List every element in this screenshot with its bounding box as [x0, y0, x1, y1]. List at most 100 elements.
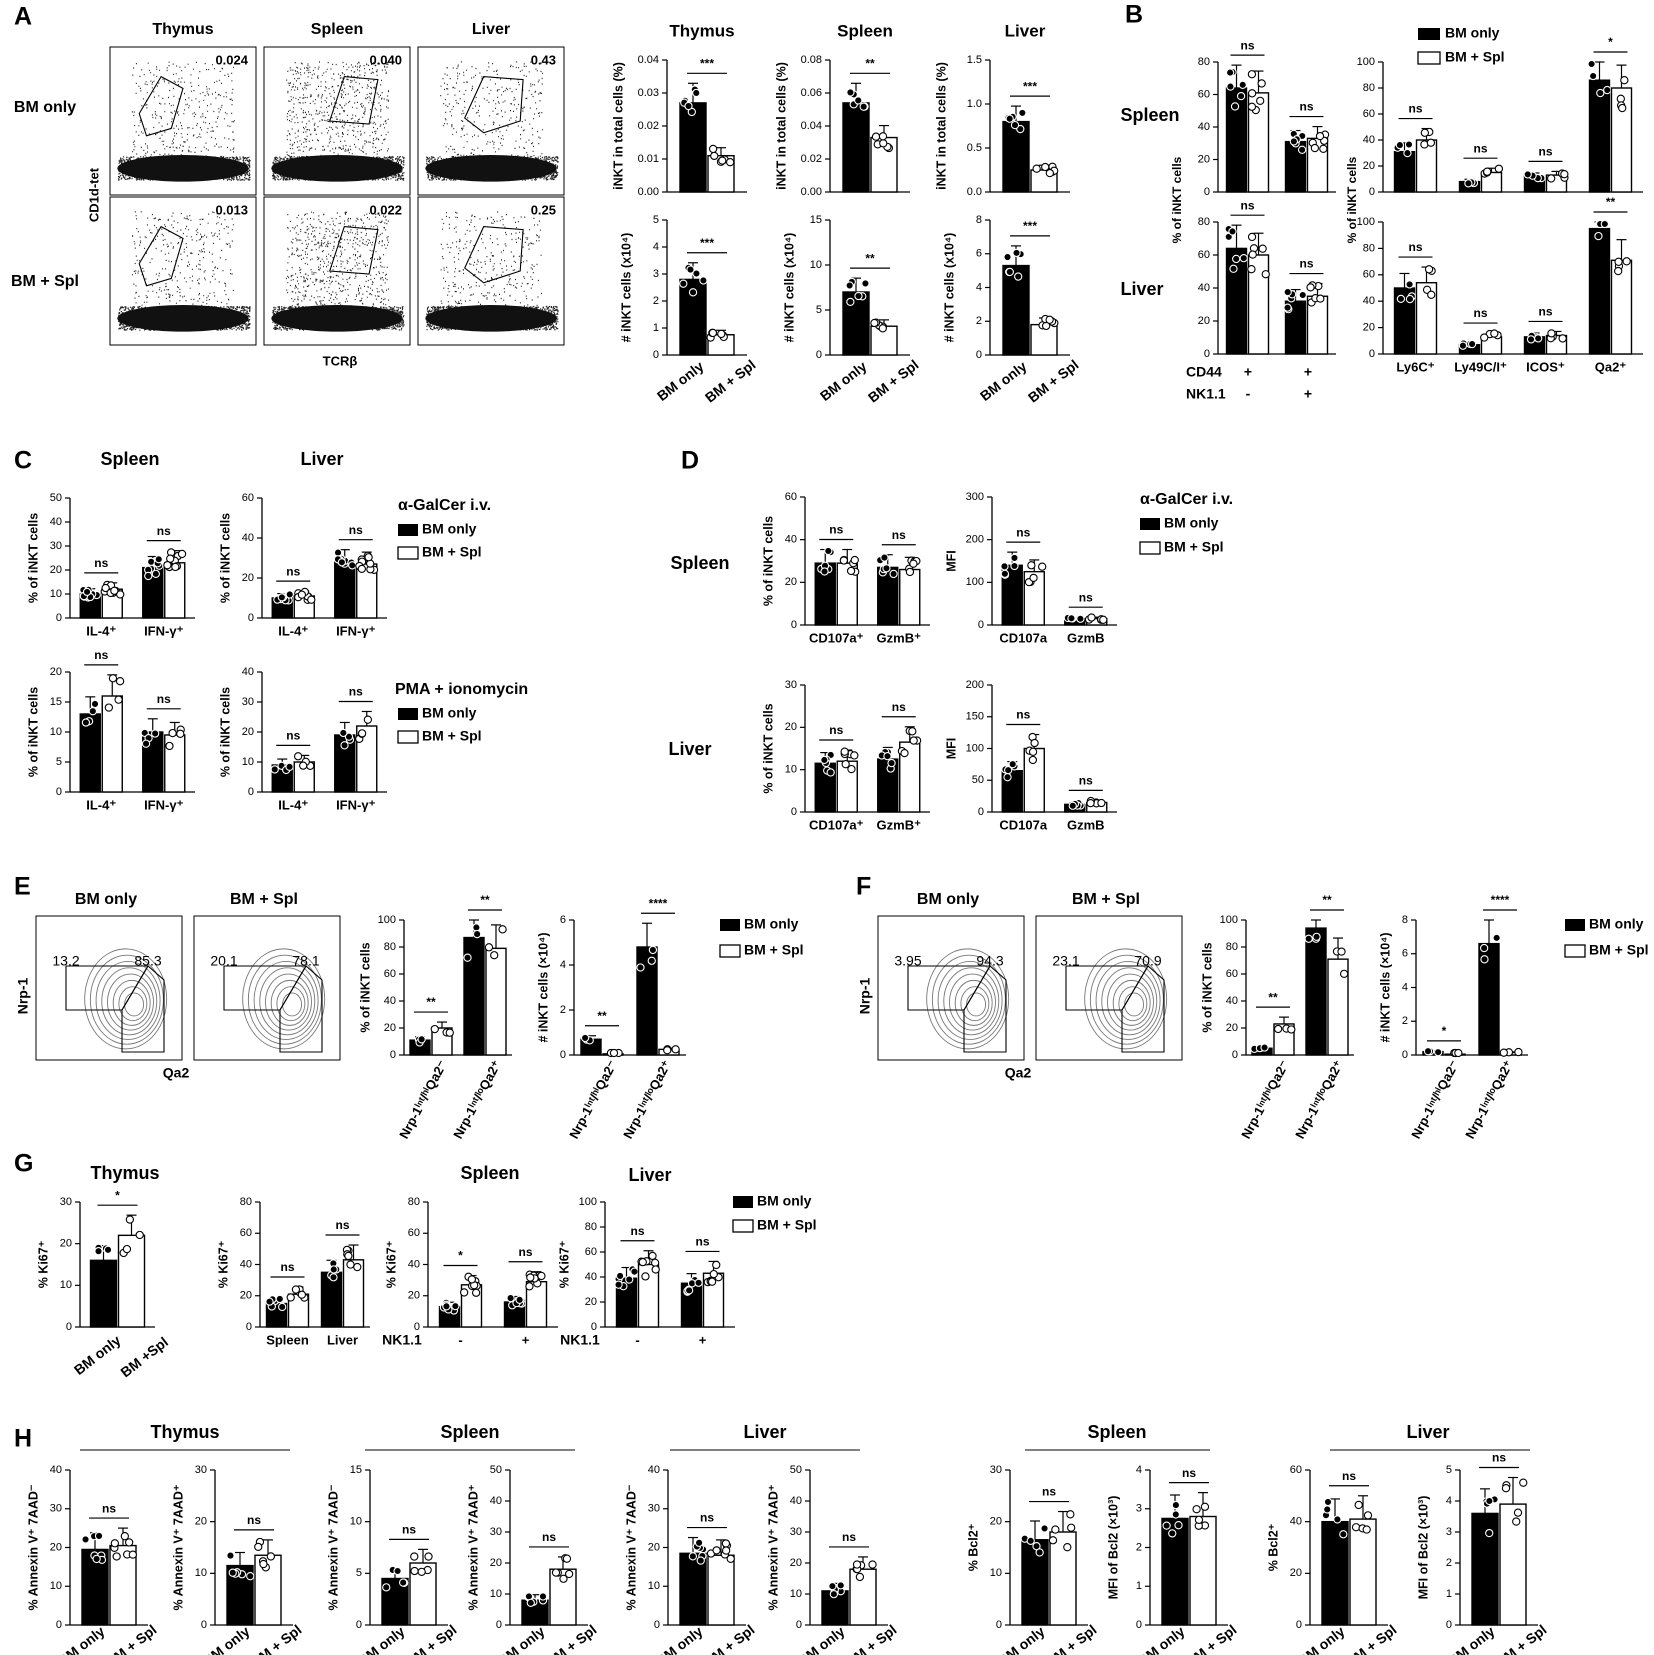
significance-label: ns [102, 1501, 116, 1515]
data-point [1067, 1523, 1076, 1532]
flow-negative-population [271, 155, 403, 182]
legend-label: BM + Spl [1589, 942, 1649, 958]
y-tick-label: 0.00 [638, 186, 659, 198]
category-label: Nrp-1ⁱⁿᵗ/ˡᵒQa2⁺ [450, 1058, 504, 1141]
x-category-label: BM only [200, 1623, 253, 1655]
data-point [1026, 1536, 1035, 1545]
data-point [847, 764, 856, 774]
data-point [1600, 219, 1609, 229]
data-point [1273, 1024, 1283, 1034]
category-label: + [522, 1332, 530, 1347]
y-tick-label: 40 [585, 1271, 597, 1283]
y-tick-label: 20 [790, 1557, 802, 1569]
y-tick-label: 0 [1369, 348, 1375, 360]
flow-gate [138, 225, 184, 287]
y-tick-label: 4 [1136, 1464, 1142, 1476]
bar [842, 102, 870, 193]
data-point [1038, 562, 1047, 571]
data-point [1045, 168, 1054, 178]
data-point [1297, 145, 1307, 154]
bar [1049, 1531, 1077, 1626]
data-point [1620, 76, 1629, 85]
y-tick-label: 100 [1357, 216, 1375, 228]
data-point [1247, 102, 1257, 111]
data-point [88, 707, 97, 716]
data-point [1310, 143, 1320, 153]
y-tick-label: 4 [1446, 1495, 1452, 1507]
data-point [1304, 934, 1313, 943]
y-tick-label: 20 [990, 1516, 1002, 1528]
contour-line [118, 986, 148, 1022]
gate-percentage: 0.013 [215, 202, 248, 217]
x-category-label: BM + Spl [1183, 1621, 1240, 1655]
significance-label: ** [1322, 893, 1332, 907]
category-label: Nrp-1ⁱⁿᵗ/ˡᵒQa2⁺ [1462, 1058, 1516, 1141]
data-point [671, 1045, 680, 1054]
y-tick-label: 80 [1363, 242, 1375, 254]
y-tick-label: 5 [356, 1567, 362, 1579]
row-label: Liver [1120, 279, 1163, 299]
gate-percentage: 0.43 [531, 52, 556, 67]
data-point [1523, 170, 1532, 179]
contour-line [89, 954, 164, 1045]
data-point [1200, 1502, 1210, 1511]
significance-label: ns [1408, 102, 1422, 116]
data-point [694, 1278, 703, 1287]
data-point [120, 1532, 129, 1541]
data-point [1494, 164, 1504, 173]
flow-x-axis-label: Qa2 [1005, 1065, 1032, 1081]
data-point [94, 1247, 103, 1256]
data-point [1464, 179, 1473, 188]
contour-line [949, 973, 996, 1031]
data-point [1490, 329, 1499, 338]
y-tick-label: 10 [195, 1567, 207, 1579]
data-point [1067, 614, 1076, 623]
section-title: Liver [1406, 1422, 1449, 1442]
charts-layer [65, 51, 1643, 1626]
gate-percentage: 0.25 [531, 202, 556, 217]
data-point [110, 1539, 120, 1548]
data-point [339, 728, 348, 738]
data-point [270, 765, 279, 774]
data-point [353, 1262, 362, 1272]
data-point [845, 281, 854, 290]
bar [79, 713, 101, 793]
data-point [1283, 287, 1292, 297]
legend-title: α-GalCer i.v. [1140, 491, 1233, 508]
y-tick-label: 50 [790, 1464, 802, 1476]
contour-line [112, 979, 151, 1026]
y-axis-label: % Annexin V⁺ 7AAD⁺ [766, 1484, 780, 1610]
legend-swatch-filled [398, 708, 418, 720]
data-point [1225, 68, 1235, 77]
data-point [285, 762, 294, 771]
contour-line [101, 967, 158, 1036]
significance-label: ns [349, 685, 363, 699]
data-point [424, 1552, 433, 1561]
y-tick-label: 30 [648, 1503, 660, 1515]
bar [1393, 150, 1416, 193]
flow-gate [121, 965, 165, 1053]
y-axis-label: MFI of Bcl2 (×10³) [1416, 1496, 1430, 1600]
y-tick-label: 0 [796, 1619, 802, 1631]
flow-gate [328, 76, 379, 125]
y-tick-label: 40 [240, 1258, 252, 1270]
data-point [712, 1260, 721, 1270]
y-tick-label: 0 [816, 349, 822, 361]
data-point [880, 553, 889, 562]
data-point [721, 1539, 731, 1548]
y-tick-label: 5 [653, 214, 659, 226]
contour-line [253, 961, 319, 1040]
category-label: Ly49C/I⁺ [1454, 359, 1507, 374]
data-point [1424, 265, 1434, 274]
y-axis-label: % of iNKT cells [218, 513, 232, 603]
contour-line [95, 961, 161, 1040]
y-tick-label: 0.02 [801, 153, 822, 165]
legend-swatch-filled [1565, 919, 1585, 931]
data-point [112, 1552, 121, 1561]
y-tick-label: 20 [785, 576, 797, 588]
y-tick-label: 80 [384, 941, 396, 953]
flow-gate [963, 965, 1007, 1053]
data-point [150, 729, 160, 738]
data-point [694, 1538, 704, 1547]
